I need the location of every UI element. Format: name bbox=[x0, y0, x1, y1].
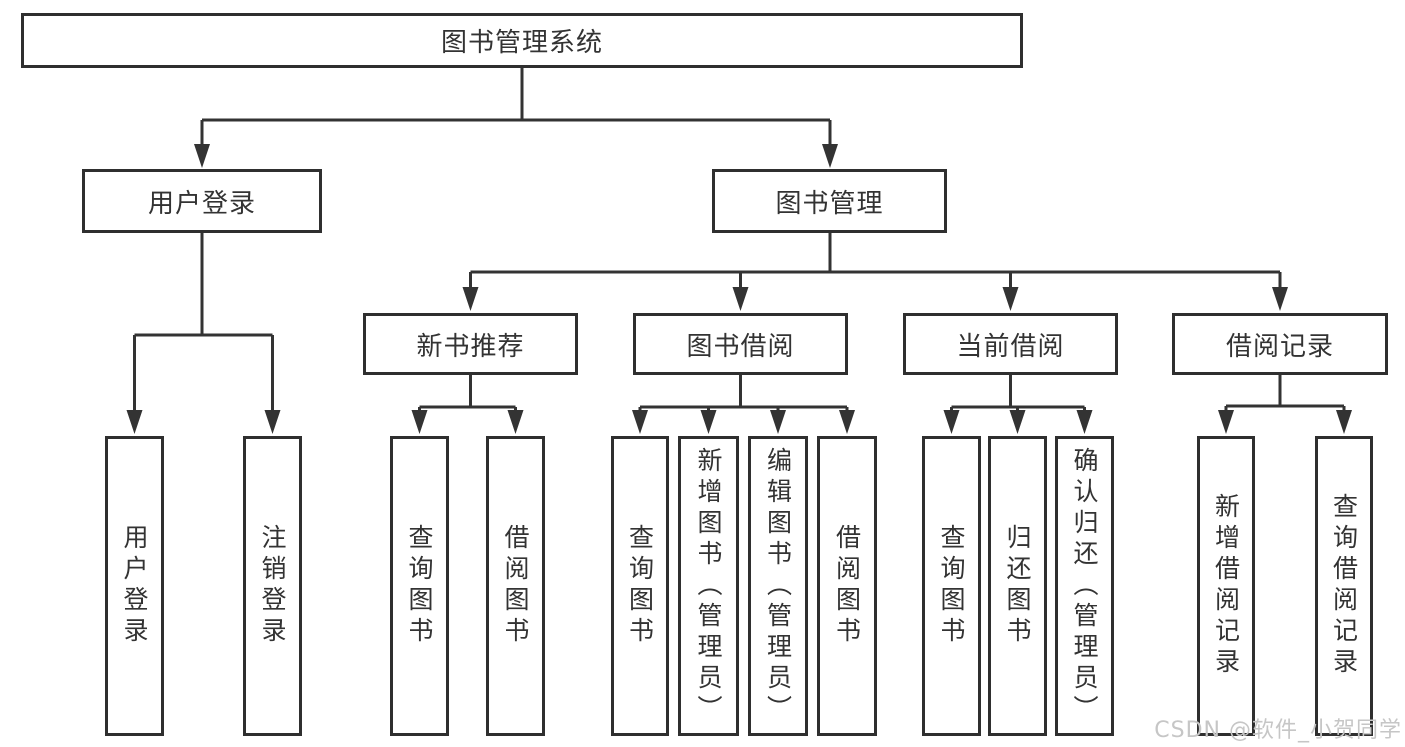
leaf-borrow-query-books: 查询图书 bbox=[611, 436, 669, 736]
watermark: CSDN @软件_小贺同学 bbox=[1154, 718, 1402, 743]
leaf-current-query-books: 查询图书 bbox=[922, 436, 981, 736]
arrowhead-icons bbox=[126, 144, 1352, 434]
leaf-current-confirm-return-admin: 确认归还（管理员） bbox=[1055, 436, 1114, 736]
leaf-user-login: 用户登录 bbox=[105, 436, 164, 736]
leaf-records-query-record: 查询借阅记录 bbox=[1315, 436, 1373, 736]
node-user-login: 用户登录 bbox=[82, 169, 322, 233]
node-book-management: 图书管理 bbox=[712, 169, 947, 233]
leaf-logout: 注销登录 bbox=[243, 436, 302, 736]
tree-edges bbox=[133, 68, 1346, 418]
leaf-recommend-query-books: 查询图书 bbox=[390, 436, 449, 736]
leaf-recommend-borrow-books: 借阅图书 bbox=[486, 436, 545, 736]
node-library-management-system: 图书管理系统 bbox=[21, 13, 1023, 68]
leaf-borrow-borrow-books: 借阅图书 bbox=[817, 436, 877, 736]
leaf-borrow-edit-books-admin: 编辑图书（管理员） bbox=[748, 436, 808, 736]
node-borrowing-records: 借阅记录 bbox=[1172, 313, 1388, 375]
leaf-borrow-add-books-admin: 新增图书（管理员） bbox=[678, 436, 739, 736]
leaf-records-add-record: 新增借阅记录 bbox=[1197, 436, 1255, 736]
node-book-borrowing: 图书借阅 bbox=[633, 313, 848, 375]
node-current-borrowing: 当前借阅 bbox=[903, 313, 1118, 375]
leaf-current-return-books: 归还图书 bbox=[988, 436, 1047, 736]
node-new-book-recommend: 新书推荐 bbox=[363, 313, 578, 375]
